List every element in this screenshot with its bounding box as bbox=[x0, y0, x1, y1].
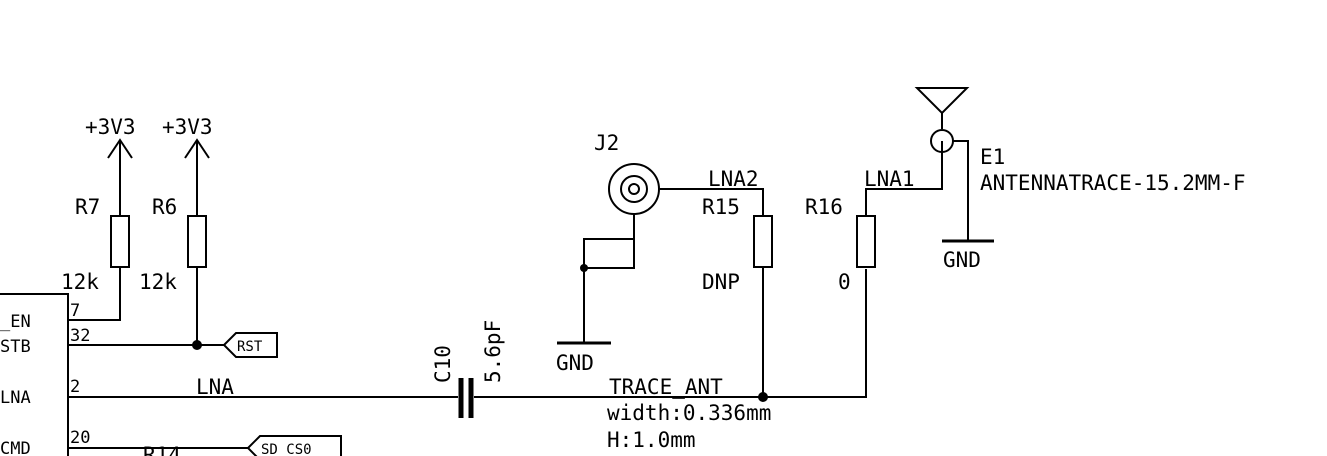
trace-annotation: TRACE_ANT width:0.336mm H:1.0mm bbox=[607, 375, 771, 452]
gnd-label-e1: GND bbox=[943, 248, 981, 272]
r14-ref: R14 bbox=[143, 443, 181, 456]
ground-symbol-e1: GND bbox=[942, 239, 994, 272]
trace-height: H:1.0mm bbox=[607, 428, 696, 452]
pin-number-7: 7 bbox=[70, 301, 80, 321]
capacitor-c10: C10 5.6pF bbox=[431, 269, 867, 418]
net-label-lna1: LNA1 bbox=[864, 167, 915, 191]
power-symbol-right: +3V3 bbox=[162, 115, 213, 216]
ground-symbol-j2: GND bbox=[556, 341, 611, 375]
junction-dot bbox=[758, 392, 768, 402]
pin-number-32: 32 bbox=[70, 326, 90, 346]
r15-ref: R15 bbox=[702, 195, 740, 219]
ic-pin-en: _EN 7 bbox=[0, 301, 80, 332]
net-label-lna2: LNA2 bbox=[708, 167, 759, 191]
resistor-r15: LNA2 R15 DNP bbox=[702, 167, 773, 402]
pin-name-lna: LNA bbox=[0, 388, 31, 408]
r7-value: 12k bbox=[61, 270, 99, 294]
r16-ref: R16 bbox=[805, 195, 843, 219]
r6-value: 12k bbox=[139, 270, 177, 294]
j2-ref: J2 bbox=[594, 131, 619, 155]
junction-dot bbox=[192, 340, 202, 350]
e1-part: ANTENNATRACE-15.2MM-F bbox=[980, 171, 1246, 195]
ic-pin-stb: STB 32 bbox=[0, 326, 224, 357]
r16-value: 0 bbox=[838, 270, 851, 294]
resistor-r7: R7 12k bbox=[61, 195, 130, 321]
r6-ref: R6 bbox=[152, 195, 177, 219]
resistor-r16: LNA1 R16 0 bbox=[805, 141, 943, 294]
pin-number-20: 20 bbox=[70, 428, 90, 448]
resistor-r6: R6 12k bbox=[139, 195, 207, 345]
flag-sd-cs-label: SD_CS0 bbox=[261, 442, 312, 456]
power-label-left: +3V3 bbox=[85, 115, 136, 139]
ic-pin-lna: LNA 2 LNA bbox=[0, 375, 458, 408]
pin-name-cmd: CMD bbox=[0, 439, 31, 456]
junction-dot bbox=[580, 264, 588, 272]
antenna-e1: E1 ANTENNATRACE-15.2MM-F bbox=[914, 87, 1246, 241]
connector-j2: J2 bbox=[580, 131, 764, 343]
e1-ref: E1 bbox=[980, 145, 1005, 169]
trace-width: width:0.336mm bbox=[607, 401, 771, 425]
pin-number-2: 2 bbox=[70, 377, 80, 397]
pin-name-en: _EN bbox=[0, 312, 31, 332]
flag-rst: RST bbox=[222, 332, 278, 358]
power-symbol-left: +3V3 bbox=[85, 115, 136, 216]
flag-sd-cs: SD_CS0 bbox=[246, 435, 342, 456]
c10-value: 5.6pF bbox=[481, 320, 505, 383]
r15-value: DNP bbox=[702, 270, 740, 294]
pin-name-stb: STB bbox=[0, 337, 31, 357]
gnd-label-j2: GND bbox=[556, 351, 594, 375]
c10-ref: C10 bbox=[431, 345, 455, 383]
net-label-trace: TRACE_ANT bbox=[609, 375, 723, 399]
net-label-lna: LNA bbox=[196, 375, 234, 399]
r7-ref: R7 bbox=[75, 195, 100, 219]
ic-body bbox=[0, 293, 69, 456]
ic-pin-cmd: CMD 20 R14 bbox=[0, 428, 248, 456]
flag-rst-label: RST bbox=[237, 339, 263, 355]
power-label-right: +3V3 bbox=[162, 115, 213, 139]
